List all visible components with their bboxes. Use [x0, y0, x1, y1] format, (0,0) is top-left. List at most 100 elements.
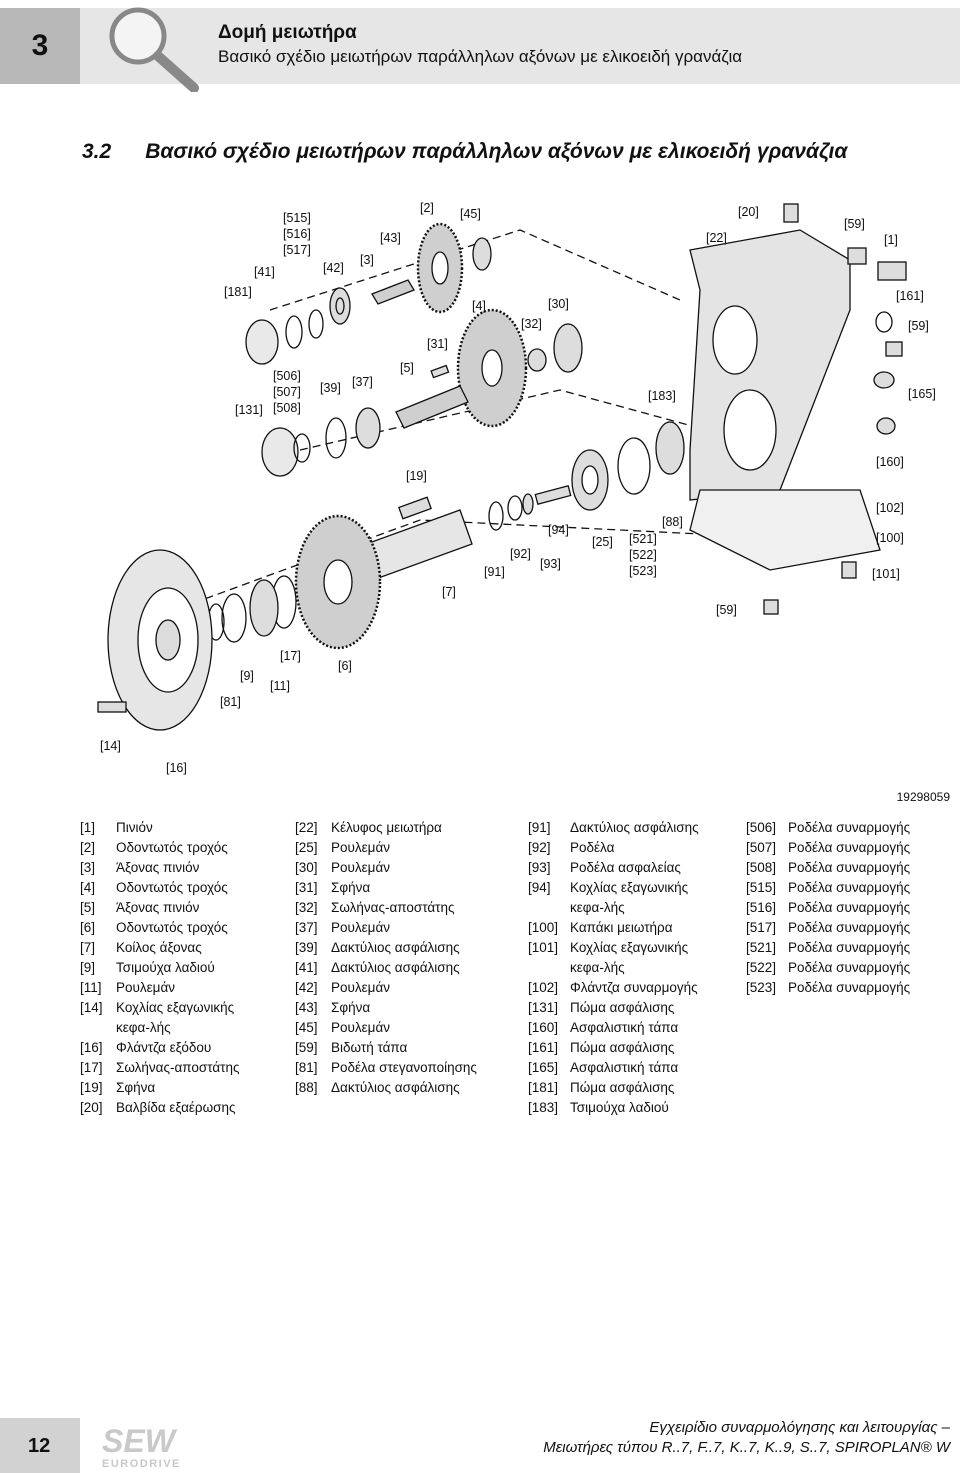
legend-desc: Ρουλεμάν	[331, 1020, 390, 1035]
legend-code: [507]	[746, 840, 777, 855]
callout: [42]	[323, 261, 344, 275]
legend-row: [516]Ροδέλα συναρμογής	[746, 898, 948, 918]
legend-desc: Κοχλίας εξαγωνικής κεφα-λής	[570, 940, 689, 975]
legend-code: [25]	[295, 840, 318, 855]
callout: [131]	[235, 403, 263, 417]
legend-desc: Πώμα ασφάλισης	[570, 1000, 675, 1015]
legend-code: [19]	[80, 1080, 103, 1095]
page-number: 12	[28, 1435, 51, 1457]
legend-code: [14]	[80, 1000, 103, 1015]
legend-row: [32]Σωλήνας-αποστάτης	[295, 898, 511, 918]
callout: [11]	[270, 679, 290, 693]
legend-row: [183] Τσιμούχα λαδιού	[528, 1098, 720, 1118]
callout: [92]	[510, 547, 531, 561]
legend-code: [94]	[528, 880, 551, 895]
legend-row: [161] Πώμα ασφάλισης	[528, 1038, 720, 1058]
legend-desc: Φλάντζα συναρμογής	[570, 980, 698, 995]
legend-row: [45]Ρουλεμάν	[295, 1018, 511, 1038]
legend-code: [93]	[528, 860, 551, 875]
legend-row: [19] Σφήνα	[80, 1078, 266, 1098]
legend-desc: Ρουλεμάν	[331, 860, 390, 875]
callout: [101]	[872, 567, 900, 581]
legend-row: [22]Κέλυφος μειωτήρα	[295, 818, 511, 838]
legend-code: [4]	[80, 880, 96, 895]
callout: [19]	[406, 469, 427, 483]
legend-row: [11]Ρουλεμάν	[80, 978, 266, 998]
legend-column-1: [1]Πινιόν [2]Οδοντωτός τροχός [3]Άξονας …	[80, 818, 266, 1118]
legend-desc: Πώμα ασφάλισης	[570, 1040, 675, 1055]
legend-row: [523]Ροδέλα συναρμογής	[746, 978, 948, 998]
legend-desc: Οδοντωτός τροχός	[116, 880, 228, 895]
legend-column-4: [506] Ροδέλα συναρμογής [507] Ροδέλα συναρ…	[746, 818, 948, 998]
legend-desc: Δακτύλιος ασφάλισης	[331, 940, 460, 955]
legend-code: [32]	[295, 900, 318, 915]
legend-code: [17]	[80, 1060, 103, 1075]
legend-row: [91]Δακτύλιος ασφάλισης	[528, 818, 720, 838]
legend-code: [22]	[295, 820, 318, 835]
legend-row: [522]Ροδέλα συναρμογής	[746, 958, 948, 978]
legend-row: [506] Ροδέλα συναρμογής	[746, 818, 948, 838]
legend-code: [101]	[528, 940, 559, 955]
legend-column-3: [91]Δακτύλιος ασφάλισης [92]Ροδέλα [93]Ρ…	[528, 818, 720, 1118]
legend-code: [102]	[528, 980, 559, 995]
legend-desc: Φλάντζα εξόδου	[116, 1040, 212, 1055]
legend-desc: Τσιμούχα λαδιού	[570, 1100, 669, 1115]
callout: [5]	[400, 361, 414, 375]
legend-code: [183]	[528, 1100, 559, 1115]
legend-row: [59]Βιδωτή τάπα	[295, 1038, 511, 1058]
legend-code: [515]	[746, 880, 777, 895]
legend-desc: Δακτύλιος ασφάλισης	[570, 820, 699, 835]
legend-row: [17]Σωλήνας-αποστάτης	[80, 1058, 266, 1078]
manual-title: Εγχειρίδιο συναρμολόγησης και λειτουργία…	[649, 1419, 950, 1436]
legend-column-2: [22]Κέλυφος μειωτήρα [25]Ρουλεμάν [30]Ρο…	[295, 818, 511, 1098]
legend-row: [37]Ρουλεμάν	[295, 918, 511, 938]
callout: [20]	[738, 205, 759, 219]
callout: [161]	[896, 289, 924, 303]
legend-desc: Δακτύλιος ασφάλισης	[331, 960, 460, 975]
legend-desc: Κοίλος άξονας	[116, 940, 202, 955]
legend-code: [3]	[80, 860, 96, 875]
legend-row: [31]Σφήνα	[295, 878, 511, 898]
legend-row: [81]Ροδέλα στεγανοποίησης	[295, 1058, 511, 1078]
legend-row: [160]Ασφαλιστική τάπα	[528, 1018, 720, 1038]
legend-code: [517]	[746, 920, 777, 935]
legend-code: [522]	[746, 960, 777, 975]
callout: [59]	[908, 319, 929, 333]
legend-desc: Σφήνα	[116, 1080, 156, 1095]
callout: [100]	[876, 531, 904, 545]
legend-desc: Καπάκι μειωτήρα	[570, 920, 673, 935]
legend-desc: Άξονας πινιόν	[116, 860, 200, 875]
legend-desc: Ροδέλα συναρμογής	[788, 820, 911, 835]
legend-row: [16] Φλάντζα εξόδου	[80, 1038, 266, 1058]
legend-code: [161]	[528, 1040, 559, 1055]
svg-text:EURODRIVE: EURODRIVE	[102, 1458, 181, 1470]
legend-code: [506]	[746, 820, 777, 835]
legend-code: [16]	[80, 1040, 103, 1055]
legend-desc: Κοχλίας εξαγωνικής κεφα-λής	[570, 880, 689, 915]
legend-code: [5]	[80, 900, 96, 915]
callout: [517]	[283, 243, 311, 257]
legend-code: [521]	[746, 940, 777, 955]
legend-desc: Ρουλεμάν	[331, 920, 390, 935]
legend-row: [100]Καπάκι μειωτήρα	[528, 918, 720, 938]
legend-row: [4] Οδοντωτός τροχός	[80, 878, 266, 898]
drawing-callouts: [515] [516] [517] [2] [45] [43] [42] [3]…	[100, 201, 936, 775]
legend-row: [181]Πώμα ασφάλισης	[528, 1078, 720, 1098]
callout: [181]	[224, 285, 252, 299]
callout: [30]	[548, 297, 569, 311]
callout: [522]	[629, 548, 657, 562]
callout: [3]	[360, 253, 374, 267]
callout: [9]	[240, 669, 254, 683]
legend-code: [165]	[528, 1060, 559, 1075]
legend-code: [2]	[80, 840, 96, 855]
page-number-band	[0, 1418, 80, 1473]
legend-desc: Ροδέλα	[570, 840, 615, 855]
product-line: Μειωτήρες τύπου R..7, F..7, K..7, K..9, …	[543, 1439, 950, 1456]
legend-desc: Σφήνα	[331, 1000, 371, 1015]
legend-row: [20]Βαλβίδα εξαέρωσης	[80, 1098, 266, 1118]
callout: [4]	[472, 299, 486, 313]
legend-code: [523]	[746, 980, 777, 995]
legend-row: [521]Ροδέλα συναρμογής	[746, 938, 948, 958]
legend-code: [88]	[295, 1080, 318, 1095]
section-number: 3.2	[82, 140, 112, 163]
